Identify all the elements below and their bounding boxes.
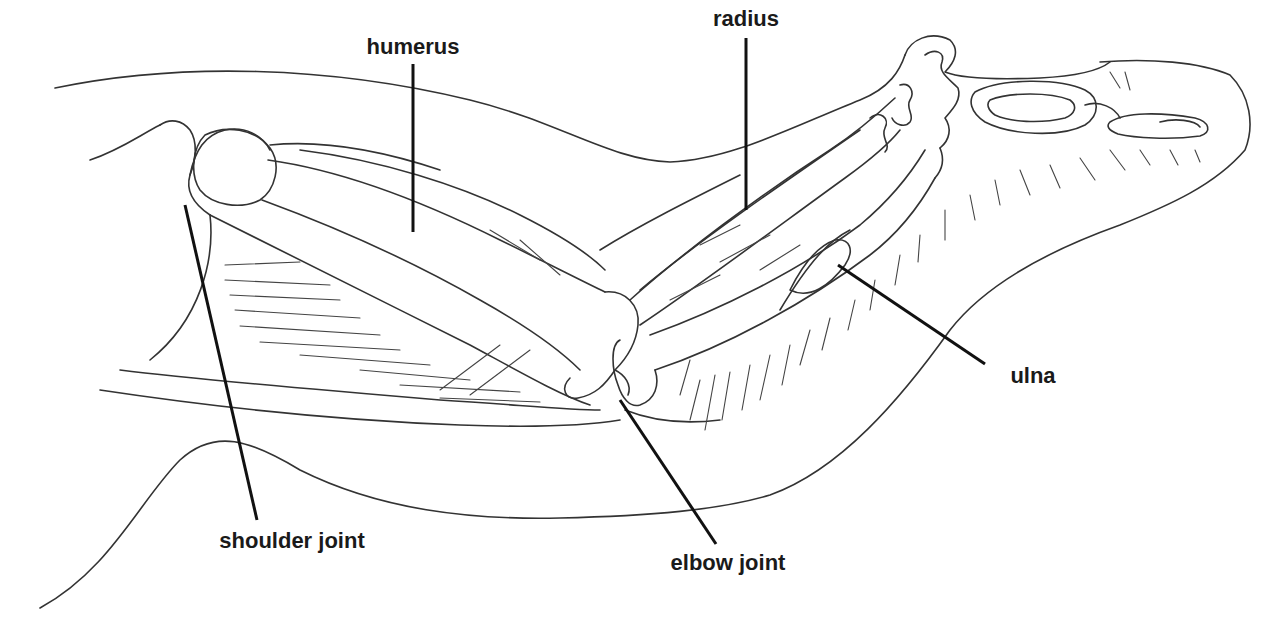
part-label: shoulder joint bbox=[219, 529, 364, 553]
part-label: elbow joint bbox=[671, 551, 786, 575]
part-label: humerus bbox=[367, 35, 460, 59]
part-label: radius bbox=[713, 7, 779, 31]
part-label: ulna bbox=[1010, 364, 1055, 388]
